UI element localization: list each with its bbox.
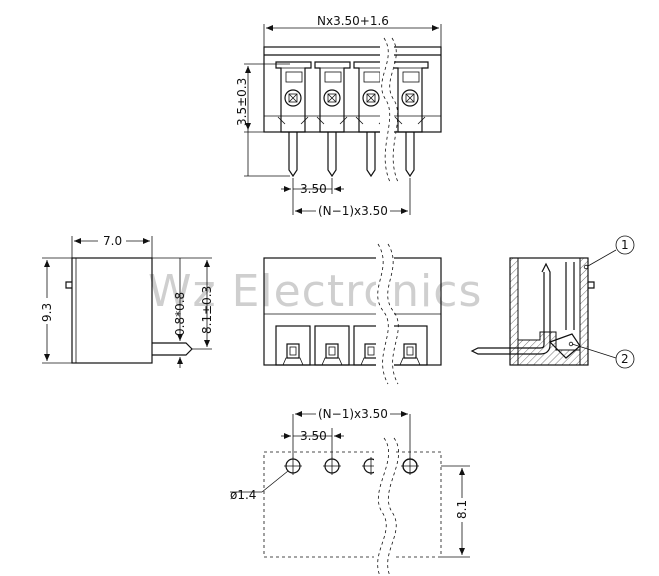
- pcb-hole: [401, 457, 419, 475]
- section-view: 1 2: [470, 235, 635, 369]
- span-label: (N−1)x3.50: [318, 204, 388, 218]
- front-view: [263, 243, 442, 385]
- terminal-cell: [314, 61, 351, 133]
- depth-label: 8.1: [455, 500, 469, 519]
- callout-2-label: 2: [621, 352, 629, 366]
- side-view: 7.0 9.3 0.8*0.8 8.1±0.3: [39, 232, 214, 368]
- terminal-cell: [275, 325, 311, 366]
- hole-diameter-label: ø1.4: [230, 488, 256, 502]
- width-label: 7.0: [103, 234, 122, 248]
- top-view: Nx3.50+1.6: [235, 14, 442, 218]
- terminal-cell: [392, 61, 429, 133]
- terminal-cell: [275, 61, 312, 133]
- pin: [288, 132, 298, 178]
- pin: [366, 132, 376, 178]
- terminal-cell: [314, 325, 350, 366]
- overall-width-label: Nx3.50+1.6: [317, 14, 389, 28]
- callout-1-label: 1: [621, 238, 629, 252]
- height-label: 3.5±0.3: [235, 78, 249, 126]
- pin: [405, 132, 415, 178]
- pcb-hole: [323, 457, 341, 475]
- span-label: (N−1)x3.50: [318, 407, 388, 421]
- pin: [327, 132, 337, 178]
- pin-height-label: 8.1±0.3: [200, 286, 214, 334]
- pitch-label: 3.50: [300, 429, 327, 443]
- pcb-hole: [284, 457, 302, 475]
- height-label: 9.3: [40, 303, 54, 322]
- pitch-label: 3.50: [300, 182, 327, 196]
- pin-size-label: 0.8*0.8: [173, 292, 187, 336]
- watermark: Wz Electronics: [148, 266, 482, 317]
- pcb-layout: (N−1)x3.50 3.50 ø1.4 8.1: [230, 406, 470, 576]
